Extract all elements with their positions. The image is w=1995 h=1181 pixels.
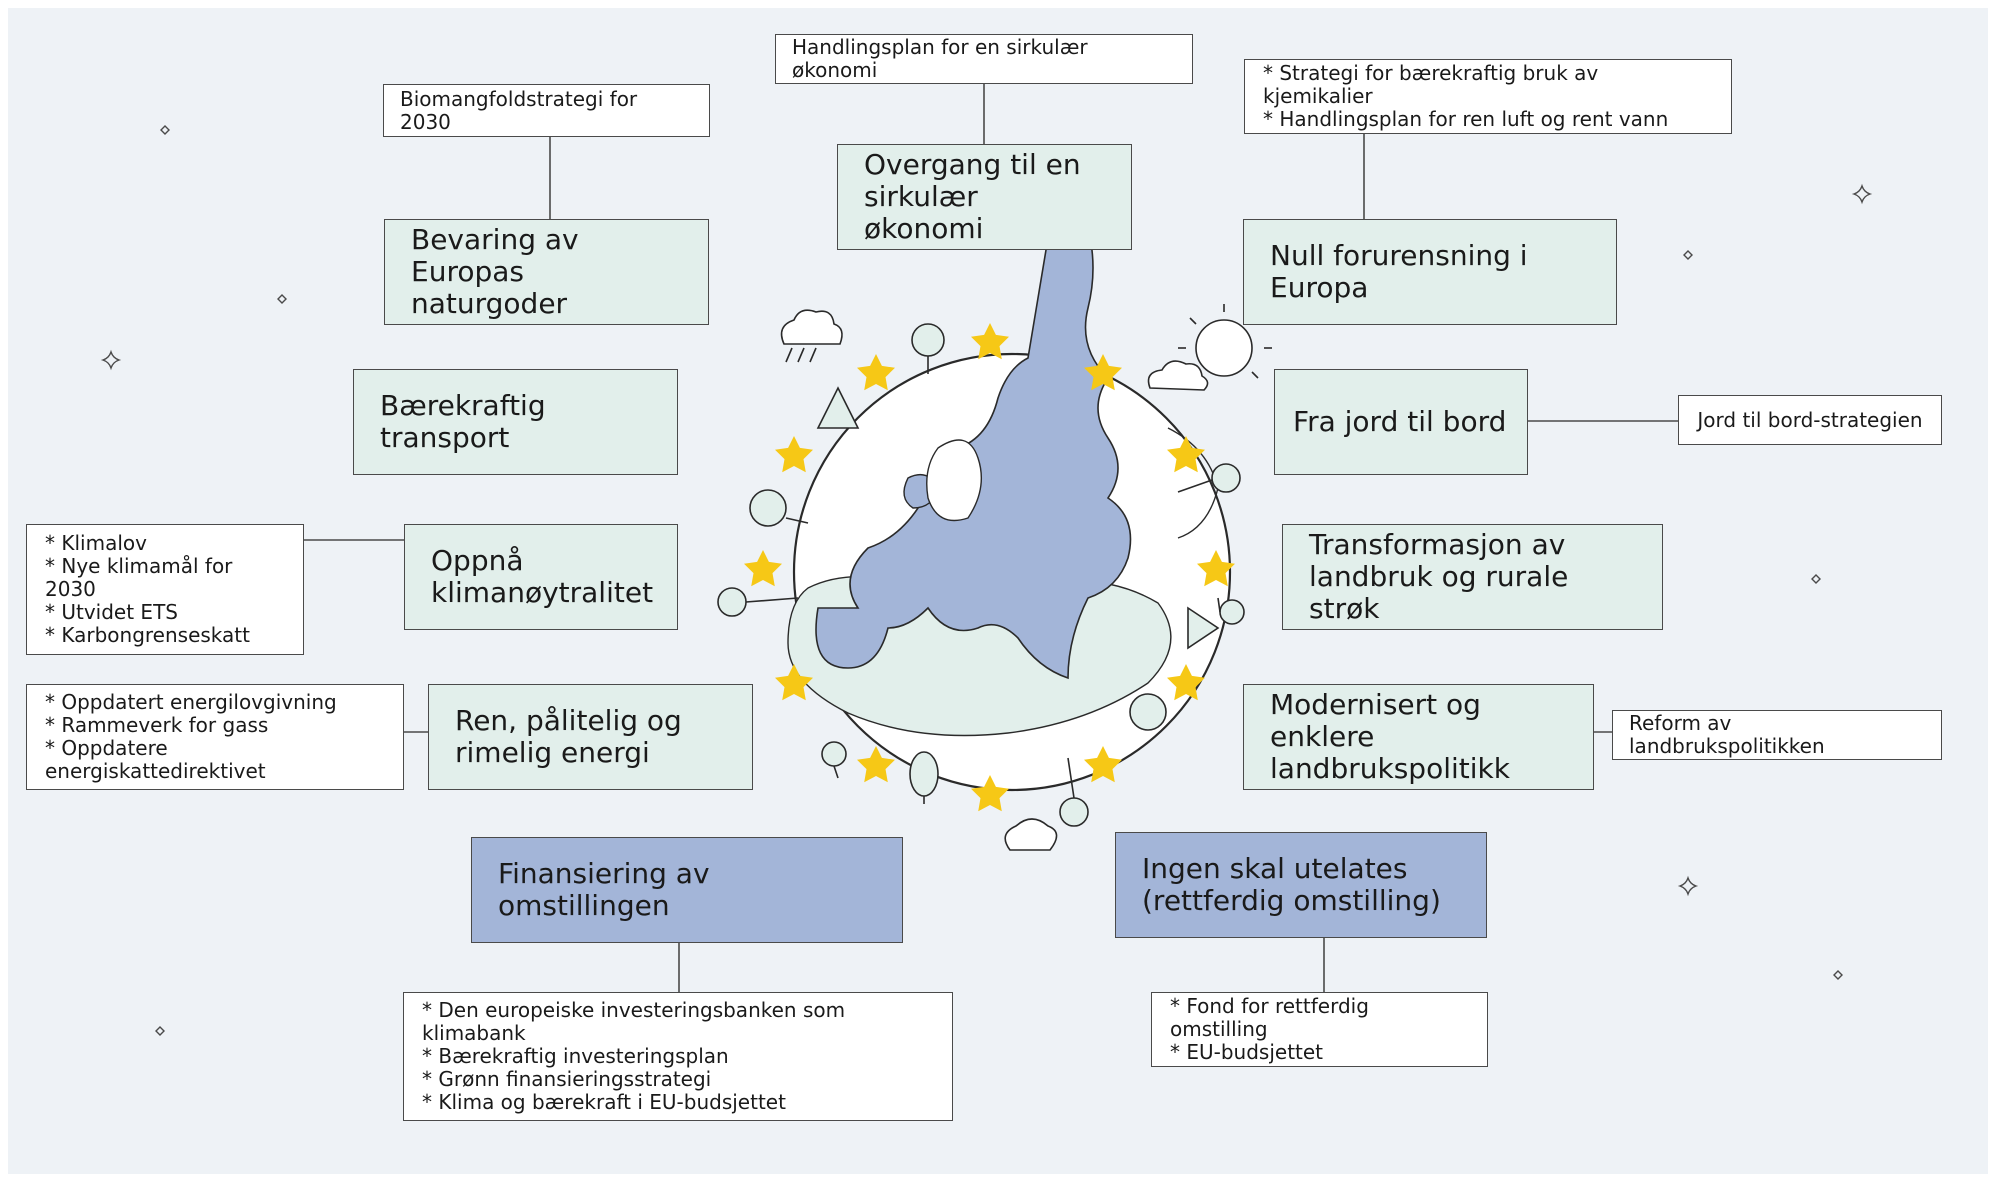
tree-icon xyxy=(1219,599,1245,625)
note-text: * Strategi for bærekraftig bruk av kjemi… xyxy=(1263,61,1669,131)
tree-icons xyxy=(717,323,1245,827)
theme-label: Bærekraftig transport xyxy=(380,389,546,454)
note-farm-to-fork-strategy: Jord til bord-strategien xyxy=(1678,395,1942,445)
star-icon xyxy=(971,775,1009,812)
eu-stars xyxy=(744,323,1235,812)
theme-biodiversity: Bevaring av Europas naturgoder xyxy=(384,219,709,325)
sun-icon xyxy=(1147,304,1272,391)
tree-icon xyxy=(1129,693,1167,731)
sparkle-icon xyxy=(1677,875,1699,897)
star-icon xyxy=(1197,550,1235,587)
note-text: Handlingsplan for en sirkulær økonomi xyxy=(792,35,1088,82)
star-icon xyxy=(857,354,895,391)
theme-circular-economy: Overgang til en sirkulær økonomi xyxy=(837,144,1132,250)
note-text: * Den europeiske investeringsbanken som … xyxy=(422,998,846,1114)
tree-icon xyxy=(911,323,945,357)
tree-icon xyxy=(749,489,787,527)
tree-icon xyxy=(1211,463,1241,493)
note-biodiversity-strategy: Biomangfoldstrategi for 2030 xyxy=(383,84,710,137)
theme-label: Ingen skal utelates (rettferdig omstilli… xyxy=(1142,852,1441,917)
tree-icon xyxy=(821,741,847,767)
great-britain xyxy=(926,439,983,522)
theme-label: Finansiering av omstillingen xyxy=(498,857,710,922)
theme-label: Fra jord til bord xyxy=(1293,405,1507,438)
theme-sustainable-transport: Bærekraftig transport xyxy=(353,369,678,475)
note-text: Jord til bord-strategien xyxy=(1697,407,1923,432)
note-text: * Oppdatert energilovgivning * Rammeverk… xyxy=(45,690,337,783)
tree-icon xyxy=(1187,606,1220,650)
star-icon xyxy=(775,436,813,473)
theme-financing-transition: Finansiering av omstillingen xyxy=(471,837,903,943)
tree-icon xyxy=(909,751,939,797)
note-pollution-strategies: * Strategi for bærekraftig bruk av kjemi… xyxy=(1244,59,1732,134)
sparkle-icon xyxy=(160,125,170,135)
star-icon xyxy=(971,323,1009,360)
theme-label: Transformasjon av landbruk og rurale str… xyxy=(1309,528,1569,625)
sparkle-icon xyxy=(1851,183,1873,205)
theme-clean-energy: Ren, pålitelig og rimelig energi xyxy=(428,684,753,790)
note-text: Reform av landbrukspolitikken xyxy=(1629,711,1825,758)
sparkle-icon xyxy=(155,1026,165,1036)
tree-icon xyxy=(1059,797,1089,827)
theme-climate-neutrality: Oppnå klimanøytralitet xyxy=(404,524,678,630)
star-icon xyxy=(1084,354,1122,391)
note-just-transition-measures: * Fond for rettferdig omstilling * EU-bu… xyxy=(1151,992,1488,1067)
note-text: * Fond for rettferdig omstilling * EU-bu… xyxy=(1170,994,1369,1064)
theme-label: Bevaring av Europas naturgoder xyxy=(411,223,579,320)
star-icon xyxy=(857,746,895,783)
note-text: Biomangfoldstrategi for 2030 xyxy=(400,86,638,134)
sparkle-icon xyxy=(100,349,122,371)
theme-label: Modernisert og enklere landbrukspolitikk xyxy=(1270,688,1510,785)
tree-icon xyxy=(717,587,747,617)
note-circular-economy-plan: Handlingsplan for en sirkulær økonomi xyxy=(775,34,1193,84)
note-climate-measures: * Klimalov * Nye klimamål for 2030 * Utv… xyxy=(26,524,304,655)
cloud-icon xyxy=(1147,360,1209,391)
star-icon xyxy=(744,550,782,587)
connector-lines xyxy=(304,84,1678,992)
diagram-canvas: Overgang til en sirkulær økonomi Bevarin… xyxy=(8,8,1988,1174)
sparkle-icon xyxy=(277,294,287,304)
diagram-graphics xyxy=(100,84,1873,1036)
sparkle-icon xyxy=(1683,250,1693,260)
note-policy-reform: Reform av landbrukspolitikken xyxy=(1612,710,1942,760)
theme-label: Ren, pålitelig og rimelig energi xyxy=(455,704,682,769)
star-icon xyxy=(1084,746,1122,783)
sparkle-icon xyxy=(1833,970,1843,980)
theme-agriculture-transformation: Transformasjon av landbruk og rurale str… xyxy=(1282,524,1663,630)
cloud-icon xyxy=(1004,818,1058,851)
theme-label: Null forurensning i Europa xyxy=(1270,239,1528,304)
note-energy-measures: * Oppdatert energilovgivning * Rammeverk… xyxy=(26,684,404,790)
globe-illustration xyxy=(717,223,1272,851)
theme-zero-pollution: Null forurensning i Europa xyxy=(1243,219,1617,325)
theme-label: Overgang til en sirkulær økonomi xyxy=(864,148,1081,245)
star-icon xyxy=(775,664,813,701)
theme-just-transition: Ingen skal utelates (rettferdig omstilli… xyxy=(1115,832,1487,938)
star-icon xyxy=(1167,664,1205,701)
sparkle-icon xyxy=(1811,574,1821,584)
note-financing-measures: * Den europeiske investeringsbanken som … xyxy=(403,992,953,1121)
sparkle-icons xyxy=(100,125,1873,1036)
theme-agricultural-policy: Modernisert og enklere landbrukspolitikk xyxy=(1243,684,1594,790)
theme-farm-to-fork: Fra jord til bord xyxy=(1274,369,1528,475)
theme-label: Oppnå klimanøytralitet xyxy=(431,544,654,609)
tree-icon xyxy=(816,386,860,429)
note-text: * Klimalov * Nye klimamål for 2030 * Utv… xyxy=(45,531,250,647)
rain-cloud-icon xyxy=(780,309,843,363)
star-icon xyxy=(1167,436,1205,473)
